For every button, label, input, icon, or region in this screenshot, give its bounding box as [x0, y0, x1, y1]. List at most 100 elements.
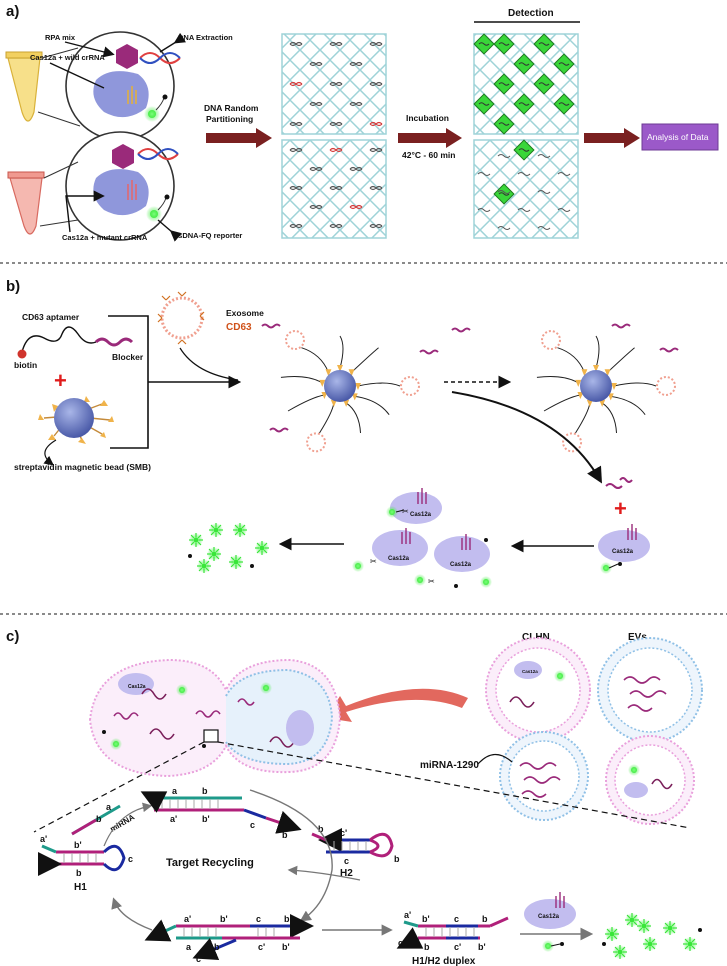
h1-ap-label: a' [40, 834, 47, 844]
reporter-label: ssDNA-FQ reporter [174, 231, 242, 240]
cas12a-label-1: Cas12a [612, 549, 634, 555]
recycling-arc-right [249, 789, 333, 922]
dup-cp-label: c' [454, 942, 461, 952]
smb-bead-icon [38, 396, 114, 444]
top-b2-label: b [282, 830, 288, 840]
aptamer-strand [21, 326, 97, 353]
exosome-label: Exosome [226, 308, 264, 318]
cas12a-protein-bottom [93, 169, 149, 216]
h1-h2-duplex [396, 916, 509, 949]
dup-ap-label: a' [404, 910, 411, 920]
top-ap-label: a' [170, 814, 177, 824]
h1-label: H1 [74, 882, 87, 893]
zoom-box [203, 729, 219, 743]
recycling-arc-left [111, 897, 153, 931]
cas12a-label-c1: Cas12a [522, 669, 538, 674]
cas12a-protein-top [93, 71, 149, 118]
detection-label: Detection [508, 8, 554, 19]
h2-label: H2 [340, 868, 353, 879]
rpa-mix-icon [116, 44, 138, 69]
top-a-label: a [172, 786, 178, 796]
ev-vesicle [597, 637, 703, 743]
positive-partitions [473, 33, 575, 230]
incubation-condition: 42°C - 60 min [402, 150, 455, 160]
rpa-mix-label: RPA mix [45, 33, 76, 42]
svg-text:✂: ✂ [428, 577, 435, 586]
dna-helix-icon [139, 52, 181, 64]
bot-ap-label: a' [184, 914, 191, 924]
partition-arrow [206, 128, 272, 148]
analysis-arrow [584, 128, 640, 148]
exosome-icon [157, 291, 205, 345]
zoom-line-left [33, 741, 205, 833]
bead-complex-1 [261, 323, 471, 453]
cd63-aptamer-label: CD63 aptamer [22, 312, 80, 322]
bot-bp-label: b' [220, 914, 228, 924]
target-recycling-label: Target Recycling [166, 857, 254, 869]
h1-c-label: c [128, 854, 133, 864]
mirna-h1-hybrid [140, 791, 302, 834]
fused-vesicle-main: Cas12a [88, 658, 342, 778]
panel-a-label: a) [6, 3, 19, 20]
blocker-label: Blocker [112, 352, 144, 362]
smb-label: streptavidin magnetic bead (SMB) [14, 462, 151, 472]
panel-c-label: c) [6, 628, 19, 645]
clhn-label: CLHN [522, 632, 550, 643]
fluorescence-signal-b [188, 523, 269, 573]
rpa-mix-icon-2 [112, 144, 134, 169]
dna-random-label-1: DNA Random [204, 103, 259, 113]
plus-icon-b2: + [614, 496, 627, 521]
analysis-label: Analysis of Data [647, 132, 709, 142]
tube-pink-icon [7, 171, 45, 235]
bot-b-label: b [284, 914, 290, 924]
mirna-b-label: b [96, 814, 102, 824]
dna-random-label-2: Partitioning [206, 114, 253, 124]
biotin-icon [17, 349, 27, 359]
analysis-box [641, 123, 719, 151]
dup-bp-label: b' [422, 914, 430, 924]
cas12a-active-cluster: Cas12a Cas12a Cas12a ✂ ✂ ✂ [352, 488, 492, 588]
arrow-release [451, 391, 602, 484]
cas12a-mutant-label: Cas12a + mutant crRNA [62, 233, 148, 242]
bot-b2-label: b [214, 942, 220, 952]
bot-c-label: c [256, 914, 261, 924]
cas12a-wild-label: Cas12a + wild crRNA [30, 53, 105, 62]
dna-fragments [289, 41, 383, 229]
bot-bp2-label: b' [282, 942, 290, 952]
duplex-label: H1/H2 duplex [412, 956, 476, 966]
h1-hairpin [38, 844, 126, 876]
tube-yellow-icon [5, 51, 43, 122]
dup-b-label: b [482, 914, 488, 924]
cas12a-right: Cas12a [598, 524, 650, 574]
fluorescence-signal-c [602, 913, 702, 959]
h1-bp-label: b' [74, 840, 82, 850]
cas12a-final: Cas12a [520, 892, 594, 952]
bot-cp-label: c' [258, 942, 265, 952]
evs-label: EVs [628, 632, 647, 643]
h2-b-label: b [318, 824, 324, 834]
clhn-vesicle-small [605, 735, 695, 825]
panel-b-label: b) [6, 278, 20, 295]
h2-c-label: c [344, 856, 349, 866]
biotin-label: biotin [14, 360, 37, 370]
cas12a-label-3: Cas12a [388, 556, 410, 562]
cas12a-label-2: Cas12a [410, 512, 432, 518]
clhn-vesicle: Cas12a [485, 637, 591, 743]
incubation-label: Incubation [406, 113, 449, 123]
dup-b2-label: b [424, 942, 430, 952]
top-c-label: c [250, 820, 255, 830]
bot-a-label: a [186, 942, 192, 952]
cd63-label: CD63 [226, 322, 252, 333]
grid-top-after [473, 33, 579, 135]
bot-c2-label: c [196, 954, 201, 964]
mirna-a-label: a [106, 802, 112, 812]
dup-bp2-label: b' [478, 942, 486, 952]
fused-vesicle-small [499, 731, 589, 821]
svg-text:✂: ✂ [370, 557, 377, 566]
h1-b-label: b [76, 868, 82, 878]
fusion-arrow [326, 688, 468, 722]
dup-c2-label: c [398, 938, 403, 948]
svg-text:✂: ✂ [402, 507, 409, 516]
